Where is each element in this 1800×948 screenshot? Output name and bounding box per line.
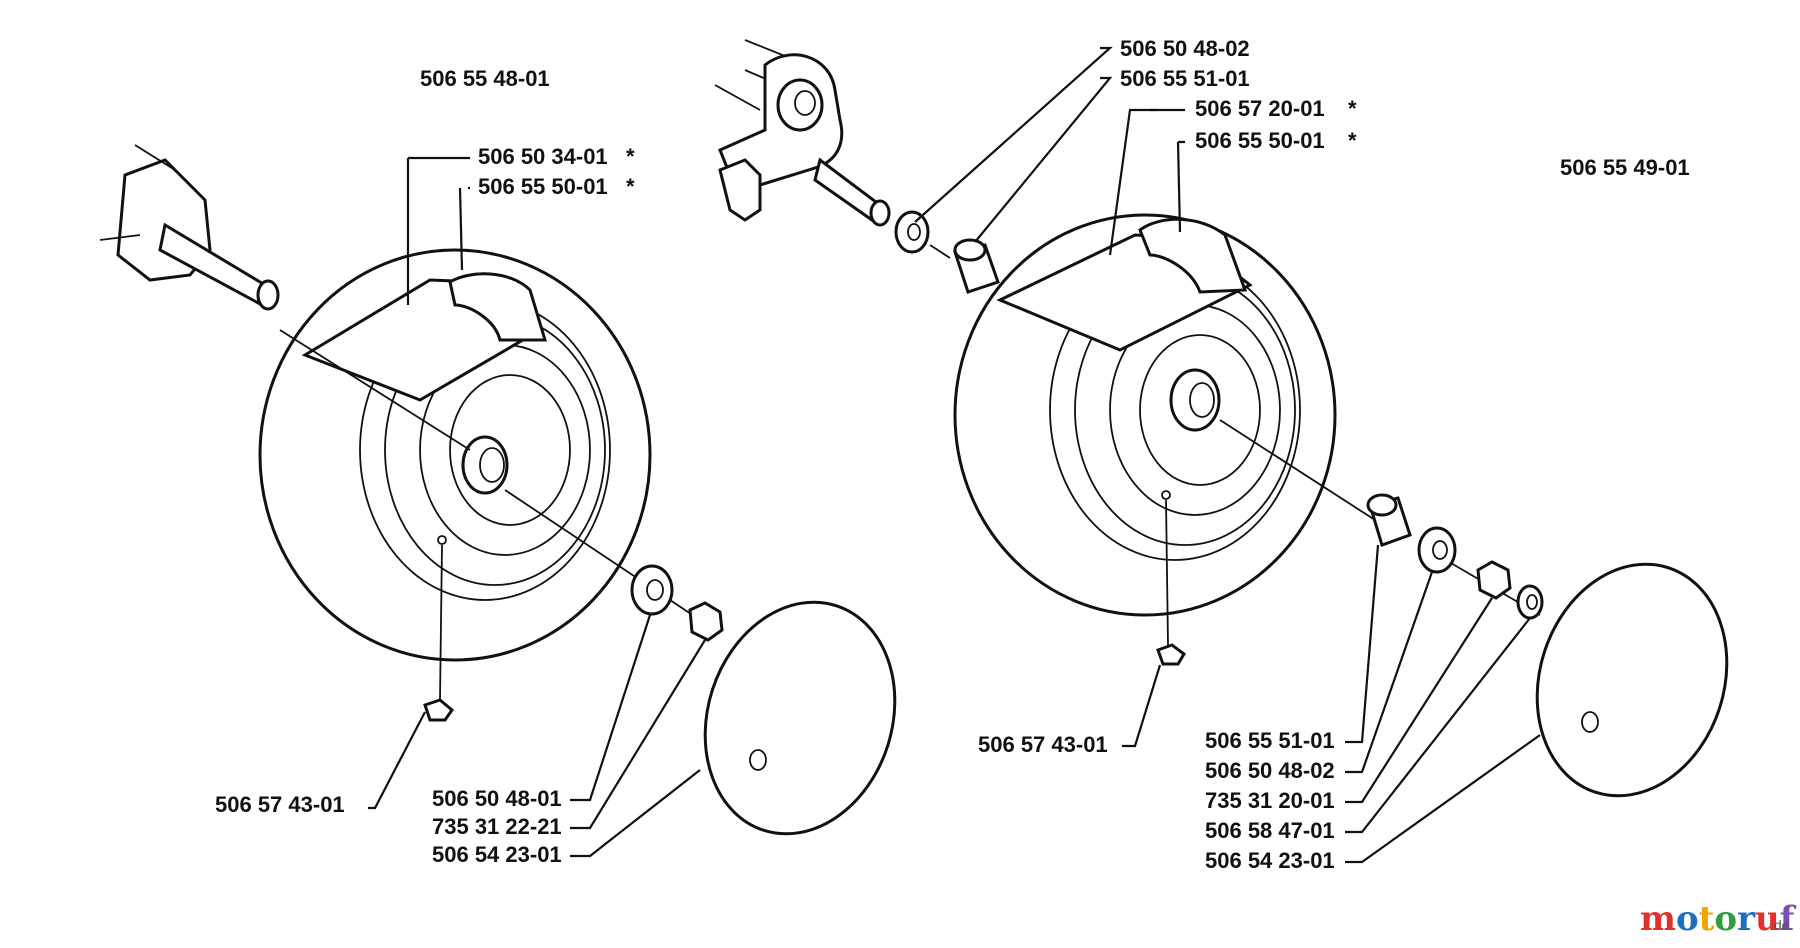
right-lower-nut-label: 735 31 20-01 bbox=[1205, 788, 1335, 813]
left-valve bbox=[423, 535, 455, 722]
watermark-letter-o2: o bbox=[1714, 899, 1737, 939]
right-lower-ring-label: 506 58 47-01 bbox=[1205, 818, 1335, 843]
left-washer bbox=[630, 564, 674, 616]
watermark-letter-f: f bbox=[1780, 899, 1797, 939]
watermark-letter-o: o bbox=[1676, 899, 1699, 939]
right-top-callout-1: 506 50 48-02 bbox=[1120, 36, 1250, 61]
right-lower-spacer-label: 506 55 51-01 bbox=[1205, 728, 1335, 753]
right-tire-callout-1-mark: * bbox=[1348, 96, 1357, 121]
left-callout-1: 506 50 34-01 bbox=[478, 144, 608, 169]
left-callout-2-mark: * bbox=[626, 174, 635, 199]
right-wheel-assembly: 506 50 48-02 506 55 51-01 506 57 20-01 *… bbox=[714, 36, 1729, 873]
left-hubcap-label: 506 54 23-01 bbox=[432, 842, 562, 867]
right-upper-washer bbox=[894, 210, 930, 254]
right-hub-cap bbox=[1535, 562, 1729, 798]
watermark-letter-u: u bbox=[1755, 899, 1780, 939]
right-valve bbox=[1156, 490, 1186, 666]
watermark-letter-t: t bbox=[1699, 899, 1715, 939]
right-upper-spacer bbox=[953, 238, 1000, 294]
watermark-letter-r: r bbox=[1737, 899, 1756, 939]
left-assembly-title: 506 55 48-01 bbox=[420, 66, 550, 91]
right-valve-label: 506 57 43-01 bbox=[978, 732, 1108, 757]
right-lower-nut bbox=[1476, 560, 1512, 600]
right-hubcap-label: 506 54 23-01 bbox=[1205, 848, 1335, 873]
left-nut bbox=[688, 601, 724, 642]
right-tire-callout-2: 506 55 50-01 bbox=[1195, 128, 1325, 153]
right-top-callout-2: 506 55 51-01 bbox=[1120, 66, 1250, 91]
left-callout-2: 506 55 50-01 bbox=[478, 174, 608, 199]
right-tire bbox=[953, 213, 1337, 617]
right-assembly-title: 506 55 49-01 bbox=[1560, 155, 1690, 180]
watermark-suffix: .de bbox=[1770, 917, 1790, 933]
left-callout-1-mark: * bbox=[626, 144, 635, 169]
left-washer-label: 506 50 48-01 bbox=[432, 786, 562, 811]
right-spindle-bracket bbox=[714, 39, 891, 227]
left-tire bbox=[258, 248, 652, 662]
right-tire-callout-2-mark: * bbox=[1348, 128, 1357, 153]
right-lower-washer bbox=[1417, 526, 1457, 574]
motoruf-watermark: motoruf .de bbox=[1640, 899, 1797, 939]
left-axle-housing bbox=[99, 144, 280, 311]
svg-text:motoruf: motoruf bbox=[1640, 899, 1797, 939]
right-tire-callout-1: 506 57 20-01 bbox=[1195, 96, 1325, 121]
right-hub bbox=[1169, 368, 1221, 432]
right-lower-spacer bbox=[1366, 493, 1412, 547]
left-hub bbox=[461, 435, 509, 495]
left-valve-label: 506 57 43-01 bbox=[215, 792, 345, 817]
left-wheel-assembly: 506 55 48-01 506 50 34-01 * 506 55 50-01… bbox=[99, 66, 897, 867]
left-hub-cap bbox=[703, 600, 897, 836]
left-nut-label: 735 31 22-21 bbox=[432, 814, 562, 839]
right-lower-ring bbox=[1516, 584, 1544, 620]
right-lower-washer-label: 506 50 48-02 bbox=[1205, 758, 1335, 783]
watermark-letter-m: m bbox=[1640, 899, 1676, 939]
